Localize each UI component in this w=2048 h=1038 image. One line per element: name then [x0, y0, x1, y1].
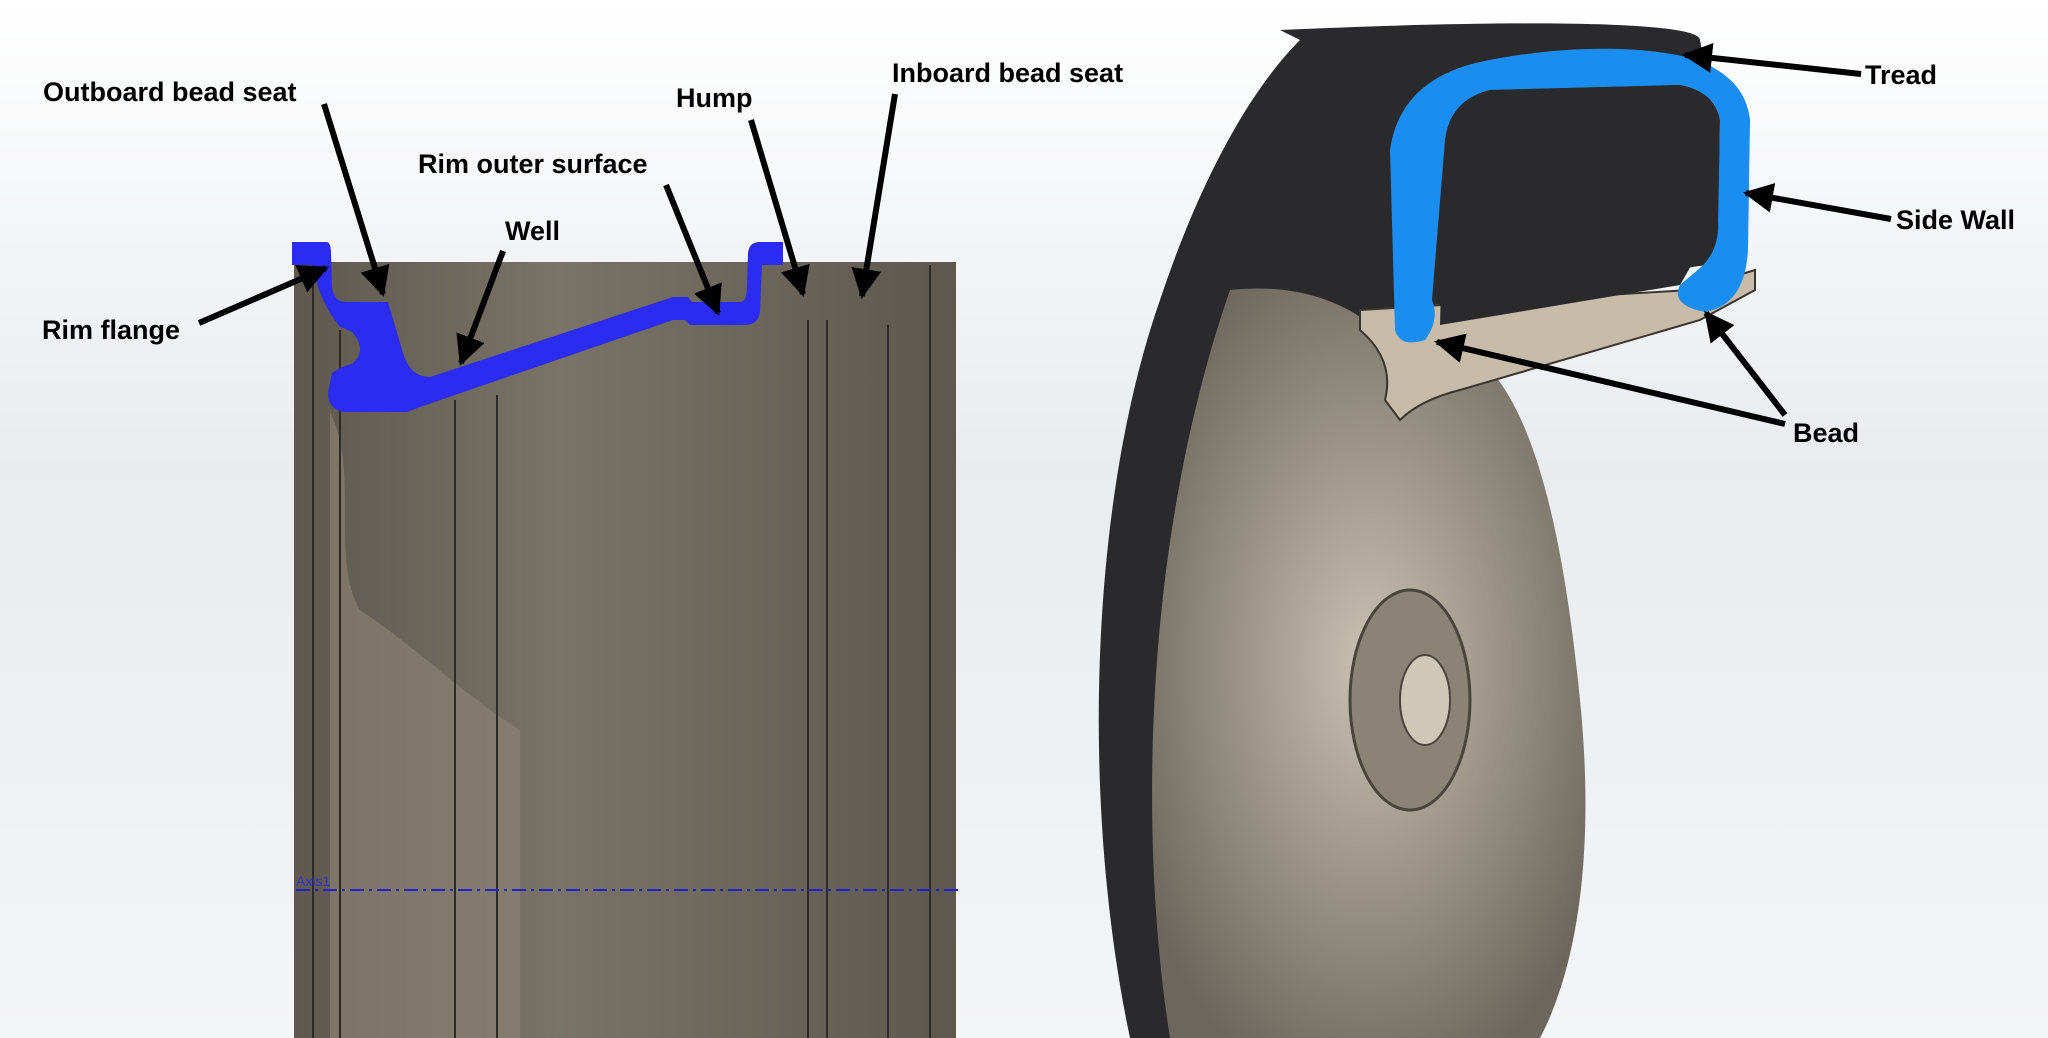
arrow-tread [1682, 42, 1862, 77]
label-side-wall: Side Wall [1896, 205, 2015, 235]
arrow-side-wall [1743, 183, 1892, 222]
arrow-hump [748, 119, 810, 297]
arrow-rim-flange [197, 264, 329, 326]
rim-section-fill [292, 242, 783, 412]
label-well: Well [505, 216, 560, 246]
label-bead: Bead [1793, 418, 1859, 448]
label-inboard-bead-seat: Inboard bead seat [892, 58, 1123, 88]
rim-cross-section: Axis1 [292, 242, 960, 1038]
rim-edge-lines [312, 265, 931, 1038]
label-rim-outer-surface: Rim outer surface [418, 149, 648, 179]
label-tread: Tread [1865, 60, 1937, 90]
tire-cavity [1440, 85, 1720, 325]
axis-label: Axis1 [296, 873, 330, 889]
arrow-outboard-bead-seat [321, 103, 390, 297]
hub-bore [1399, 654, 1451, 746]
arrow-well [456, 249, 506, 366]
label-hump: Hump [676, 83, 753, 113]
rim-spoke-profile [330, 412, 520, 1038]
arrow-bead-left [1434, 333, 1786, 427]
tire-wheel-cutaway [1098, 23, 1756, 1038]
arrow-inboard-bead-seat [851, 93, 898, 299]
arrow-rim-outer-surface [663, 183, 722, 316]
label-rim-flange: Rim flange [42, 315, 180, 345]
tire-section-fill [1390, 48, 1750, 343]
leader-arrows [197, 42, 1892, 427]
label-outboard-bead-seat: Outboard bead seat [43, 77, 297, 107]
arrow-bead-right [1703, 310, 1788, 417]
